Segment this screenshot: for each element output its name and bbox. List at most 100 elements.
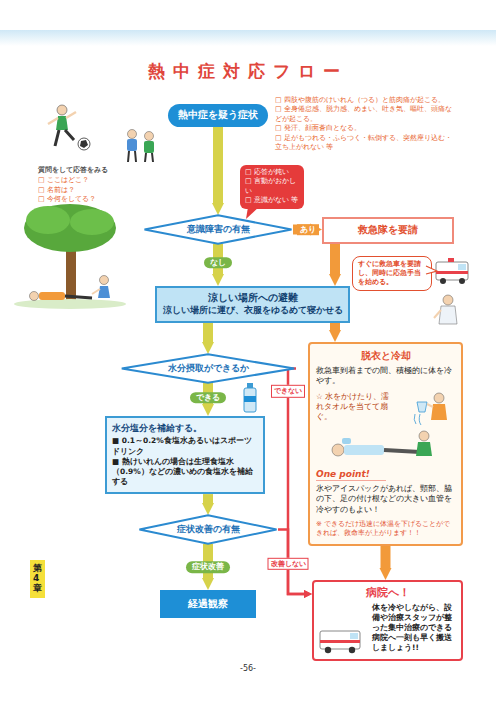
- header-band: [0, 30, 496, 46]
- bubble-tail: [246, 207, 259, 219]
- title: 熱中症対応フロー: [0, 60, 496, 83]
- edge-label: 症状改善: [186, 561, 230, 573]
- rescuer-figure: [443, 295, 453, 305]
- children-figures: [145, 153, 153, 162]
- children-figures: [128, 130, 137, 139]
- note-text: □ 今何をしてる？: [38, 195, 118, 205]
- cooling-illustration: [431, 404, 447, 420]
- end-box: 経過観察: [160, 590, 256, 618]
- resting-person: [30, 292, 39, 301]
- box-text: 救急車到着までの間、積極的に体を冷やす。: [316, 366, 455, 386]
- resting-person: [92, 289, 100, 294]
- bubble-tail: [244, 207, 260, 221]
- soccer-player: [57, 105, 67, 115]
- cooling-illustration: [417, 402, 427, 412]
- children-figures: [144, 141, 154, 153]
- cooling-illustration: [414, 414, 421, 425]
- label-group: 質問をして応答をみる□ ここはどこ？□ 名前は？□ 今何をしてる？: [38, 166, 118, 205]
- rescuer-figure: [434, 295, 457, 324]
- rescuer-figure: [434, 310, 441, 318]
- chapter-tab: 第4章: [30, 560, 45, 598]
- soccer-player: [55, 130, 74, 146]
- box-text: ☆ 水をかけたり、濡れタオルを当てて扇ぐ。: [316, 392, 397, 422]
- box-text: 症状改善の有無: [177, 523, 240, 536]
- box-text: □ 言動がおかしい: [245, 177, 299, 196]
- resting-person: [30, 276, 111, 301]
- label-group: -56-: [0, 664, 496, 673]
- ambulance-car: [459, 278, 465, 284]
- resting-person: [39, 292, 65, 300]
- tree-shade: [14, 299, 126, 309]
- children-figures: [128, 151, 136, 162]
- box-text: ※ できるだけ迅速に体温を下げることができれば、救命率が上がります！！: [316, 520, 455, 539]
- box-text: ■ 0.1～0.2%食塩水あるいはスポーツドリンク: [112, 436, 258, 456]
- ambulance-icon: [319, 628, 365, 654]
- box-text: すぐに救急車を要請し、同時に応急手当を始める。: [358, 260, 426, 287]
- flow-arrow: [203, 323, 213, 342]
- drink-bottle: [244, 388, 256, 412]
- cooling-illustration: [414, 393, 447, 425]
- ambulance-car: [440, 278, 446, 284]
- flow-arrow: [213, 127, 223, 203]
- ambulance-car: [436, 271, 468, 274]
- soccer-player: [48, 112, 76, 124]
- edge-label: あり: [297, 224, 319, 236]
- start-pill: 熱中症を疑う症状: [168, 104, 268, 127]
- label-group: 第4章: [30, 560, 46, 598]
- box-text: One point!: [316, 468, 386, 481]
- note-text: □ 全身倦怠感、脱力感、めまい、吐き気、嘔吐、頭痛などが起こる。: [275, 105, 457, 124]
- box-heading: 涼しい場所への避難: [161, 292, 344, 305]
- decision-diamond: 水分摂取ができるか: [120, 354, 296, 383]
- decision-diamond: 症状改善の有無: [138, 515, 278, 544]
- callout-bubble: □ 応答が鈍い□ 言動がおかしい□ 意識がない 等: [240, 165, 304, 209]
- box-text: □ 意識がない 等: [245, 196, 299, 205]
- ambulance-car: [436, 258, 468, 284]
- tree-shade: [26, 206, 70, 234]
- cooling-panel: 脱衣と冷却救急車到着までの間、積極的に体を冷やす。 ☆ 水をかけたり、濡れタオルを…: [308, 342, 463, 546]
- resting-person: [100, 276, 109, 285]
- process-box: 涼しい場所への避難涼しい場所に運び、衣服をゆるめて寝かせる: [155, 286, 350, 323]
- cooling-illustration: [332, 431, 432, 456]
- flow-arrow: [330, 323, 340, 330]
- edge-label: なし: [204, 257, 232, 269]
- soccer-player: [80, 140, 88, 148]
- note-text: □ 四肢や腹筋のけいれん（つる）と筋肉痛が起こる。: [275, 96, 457, 105]
- action-box: 救急隊を要請: [322, 217, 454, 244]
- cooling-illustration: [344, 445, 384, 455]
- children-figures: [127, 139, 137, 151]
- cooling-illustration: [419, 431, 429, 441]
- note-text: 質問をして応答をみる: [38, 166, 118, 176]
- soccer-player: [48, 105, 90, 150]
- flow-arrow: [330, 244, 340, 274]
- page-number: -56-: [0, 664, 496, 673]
- tree-shade: [24, 204, 116, 252]
- cooling-illustration: [342, 438, 351, 444]
- box-text: 熱中症を疑う症状: [174, 109, 262, 122]
- diamond-shape: [122, 354, 294, 382]
- ambulance-icon: [349, 647, 355, 653]
- box-heading: 脱衣と冷却: [316, 349, 455, 363]
- box-text: 涼しい場所に運び、衣服をゆるめて寝かせる: [161, 305, 344, 317]
- flow-arrow: [203, 494, 213, 503]
- flow-arrow: [381, 546, 391, 568]
- ambulance-car: [448, 258, 454, 262]
- box-text: 氷やアイスパックがあれば、頸部、脇の下、足の付け根などの大きい血管を冷やすのもよ…: [316, 484, 455, 514]
- box-text: 経過観察: [164, 597, 252, 611]
- diamond-shape: [139, 515, 276, 543]
- cooling-illustration: [332, 444, 344, 456]
- rescuer-figure: [439, 306, 457, 324]
- cooling-illustration: [427, 404, 433, 407]
- note-text: □ ここはどこ？: [38, 176, 118, 186]
- drink-bottle: [247, 383, 253, 388]
- ambulance-icon: [320, 640, 360, 643]
- cooling-illustration: [384, 450, 420, 452]
- drink-bottle: [244, 383, 256, 412]
- label-group: □ 四肢や腹筋のけいれん（つる）と筋肉痛が起こる。□ 全身倦怠感、脱力感、めまい…: [275, 96, 457, 153]
- tree-shade: [70, 209, 114, 235]
- process-box: 水分塩分を補給する。■ 0.1～0.2%食塩水あるいはスポーツドリンク■ 熱けい…: [105, 416, 265, 494]
- hospital-box: 病院へ！体を冷やしながら、設備や治療スタッフが整った集中治療のできる病院へ一刻も…: [312, 580, 463, 661]
- diamond-shape: [145, 215, 292, 243]
- box-text: 意識障害の有無: [187, 223, 250, 236]
